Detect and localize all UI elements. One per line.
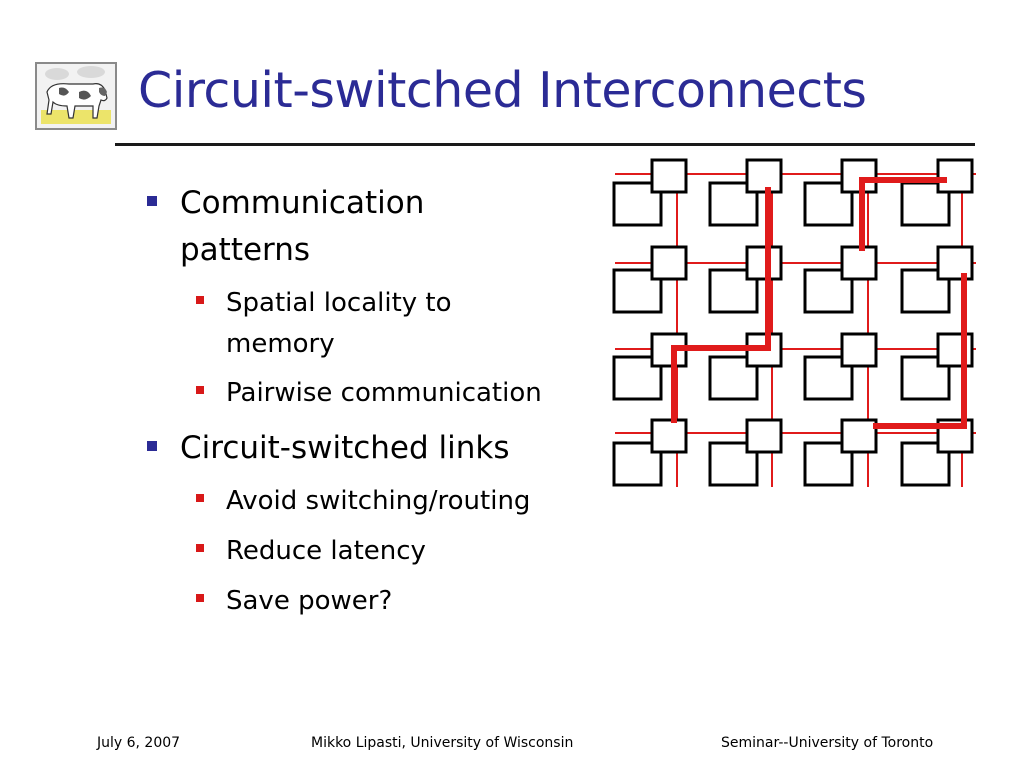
bullet-marker [196,386,204,394]
bullet-save-power: Save power? [196,580,392,622]
router-node [840,418,878,454]
bullet-spatial-locality-cont: memory [226,329,335,359]
router-node [840,332,878,368]
cow-logo-icon [35,62,117,130]
bullet-pairwise: Pairwise communication [196,372,542,414]
node-grid [612,158,974,487]
router-node [650,158,688,194]
router-node [840,245,878,281]
router-node [650,418,688,454]
router-node [745,245,783,281]
bullet-circuit-links: Circuit-switched links [147,427,510,469]
router-node [936,158,974,194]
footer-venue: Seminar--University of Toronto [721,735,934,751]
bullet-marker [196,494,204,502]
mesh-interconnect-diagram [612,158,976,487]
bullet-spatial-locality: Spatial locality to [196,282,452,324]
title-divider [115,143,975,146]
bullet-marker [147,196,157,206]
footer-date: July 6, 2007 [97,735,181,751]
router-node [650,245,688,281]
bullet-communication-cont: patterns [180,232,311,268]
router-node [745,418,783,454]
circuit-path-c [873,273,967,429]
circuit-path-b [859,177,947,251]
bullet-marker [196,544,204,552]
bullet-marker [196,296,204,304]
bullet-marker [196,594,204,602]
slide-title: Circuit-switched Interconnects [138,62,867,119]
footer-author: Mikko Lipasti, University of Wisconsin [311,735,574,751]
router-node [745,158,783,194]
bullet-avoid-switching: Avoid switching/routing [196,480,530,522]
bullet-reduce-latency: Reduce latency [196,530,426,572]
bullet-marker [147,441,157,451]
circuit-path-a [671,187,771,423]
bullet-communication: Communication [147,182,424,224]
processor-node [708,355,759,401]
circuit-paths [671,177,967,429]
